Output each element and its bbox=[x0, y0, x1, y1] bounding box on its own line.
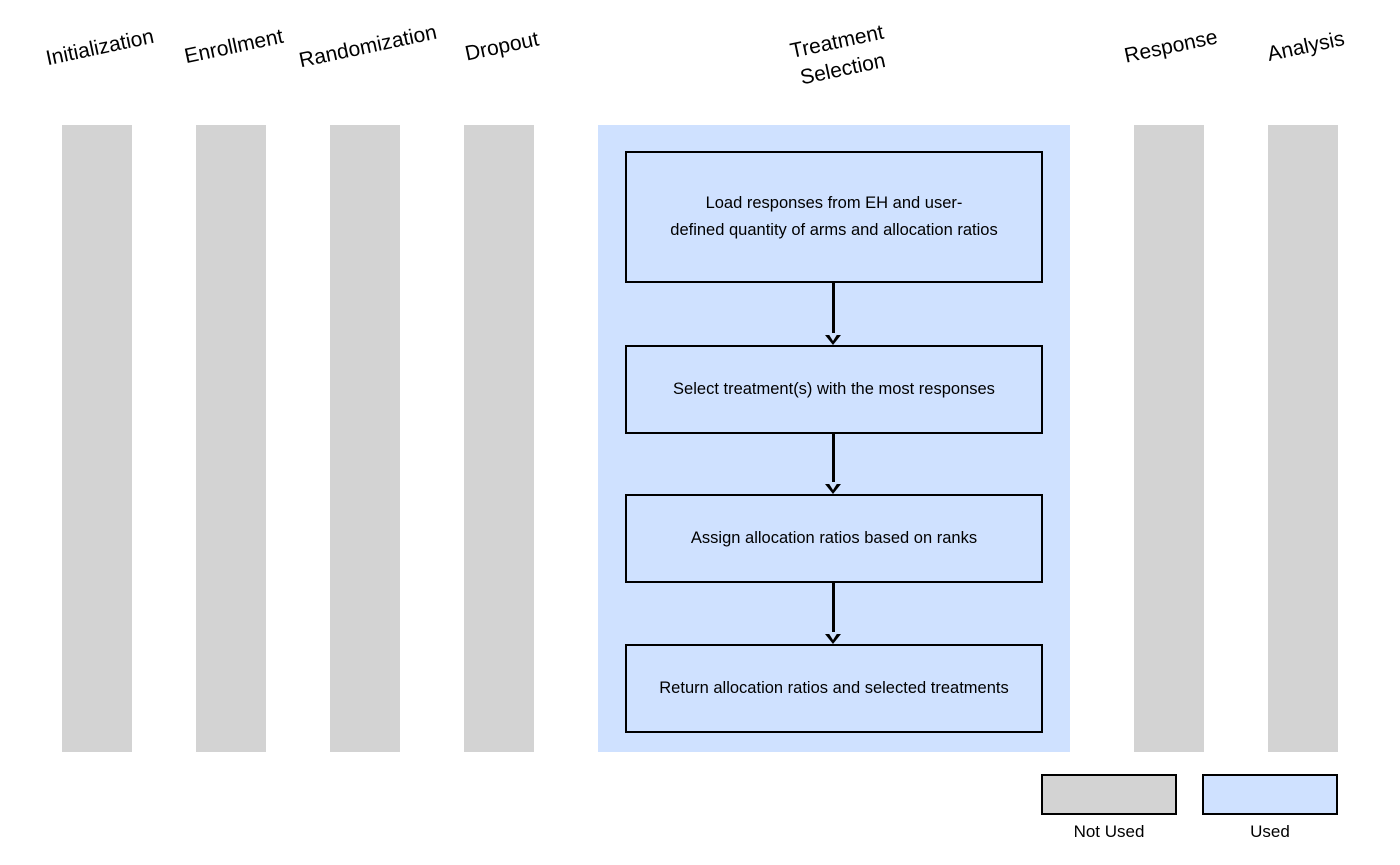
step-select-treatments: Select treatment(s) with the most respon… bbox=[625, 345, 1043, 434]
connector-1 bbox=[832, 283, 835, 335]
step-label: Assign allocation ratios based on ranks bbox=[690, 529, 978, 547]
stage-label-analysis: Analysis bbox=[1265, 27, 1347, 66]
connector-2 bbox=[832, 434, 835, 485]
arrowhead-1 bbox=[825, 333, 841, 345]
step-label: Return allocation ratios and selected tr… bbox=[659, 679, 1009, 697]
stage-label-randomization: Randomization bbox=[296, 20, 439, 73]
legend-swatch-not-used bbox=[1041, 774, 1177, 815]
step-label: Select treatment(s) with the most respon… bbox=[673, 380, 995, 398]
arrowhead-2 bbox=[825, 482, 841, 494]
lane-dropout bbox=[464, 125, 534, 752]
step-assign-allocation: Assign allocation ratios based on ranks bbox=[625, 494, 1043, 583]
stage-label-treatment-selection: Treatment Selection bbox=[788, 20, 888, 90]
legend-swatch-used bbox=[1202, 774, 1338, 815]
step-label: Load responses from EH and user- defined… bbox=[670, 194, 998, 239]
legend-label-used: Used bbox=[1250, 822, 1290, 841]
lane-response bbox=[1134, 125, 1204, 752]
arrowhead-3 bbox=[825, 632, 841, 644]
step-load-responses: Load responses from EH and user- defined… bbox=[625, 151, 1043, 283]
lane-analysis bbox=[1268, 125, 1338, 752]
stage-label-dropout: Dropout bbox=[462, 27, 541, 66]
stage-label-response: Response bbox=[1122, 25, 1220, 68]
lane-enrollment bbox=[196, 125, 266, 752]
lane-randomization bbox=[330, 125, 400, 752]
lane-initialization bbox=[62, 125, 132, 752]
stage-label-initialization: Initialization bbox=[43, 24, 156, 71]
stage-label-enrollment: Enrollment bbox=[182, 24, 286, 69]
connector-3 bbox=[832, 583, 835, 635]
legend-label-not-used: Not Used bbox=[1073, 822, 1145, 841]
step-return-allocation: Return allocation ratios and selected tr… bbox=[625, 644, 1043, 733]
